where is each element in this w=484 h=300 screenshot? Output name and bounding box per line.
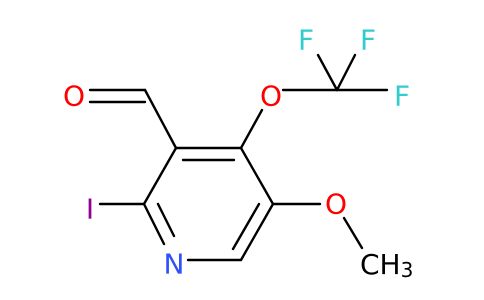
bond-ring-c4-c5 (239, 146, 275, 206)
atom-methyl: CH3 (360, 248, 413, 283)
atom-fluorine-top-left: F (298, 24, 314, 57)
methyl-label: CH (360, 248, 401, 281)
bond-cf3-f-top-left (316, 53, 339, 92)
bond-ring-n-c2 (142, 202, 166, 246)
atom-oxygen-ether: O (260, 80, 282, 113)
atom-oxygen-methoxy: O (325, 188, 347, 221)
bonds (88, 53, 389, 262)
bond-cf3-f-top-right (335, 53, 357, 92)
atom-nitrogen: N (164, 248, 185, 281)
atom-fluorine-top-right: F (360, 24, 376, 57)
bond-ring-n-c2-inner (156, 202, 176, 238)
bond-ring-c2-c3 (142, 146, 178, 206)
methyl-subscript: 3 (401, 258, 414, 282)
bond-ring-c5-c6 (239, 202, 275, 262)
atom-fluorine-right: F (394, 80, 410, 113)
bond-aldehyde-ring (143, 88, 178, 150)
bond-ring-c5-c6-inner (231, 202, 261, 251)
bond-oxygen-methyl (342, 216, 364, 250)
atom-oxygen-aldehyde: O (63, 80, 85, 113)
bond-c4-oxygen (239, 108, 264, 150)
atom-iodine: I (86, 193, 94, 226)
atoms: O F F F O I O N CH3 (63, 24, 413, 283)
